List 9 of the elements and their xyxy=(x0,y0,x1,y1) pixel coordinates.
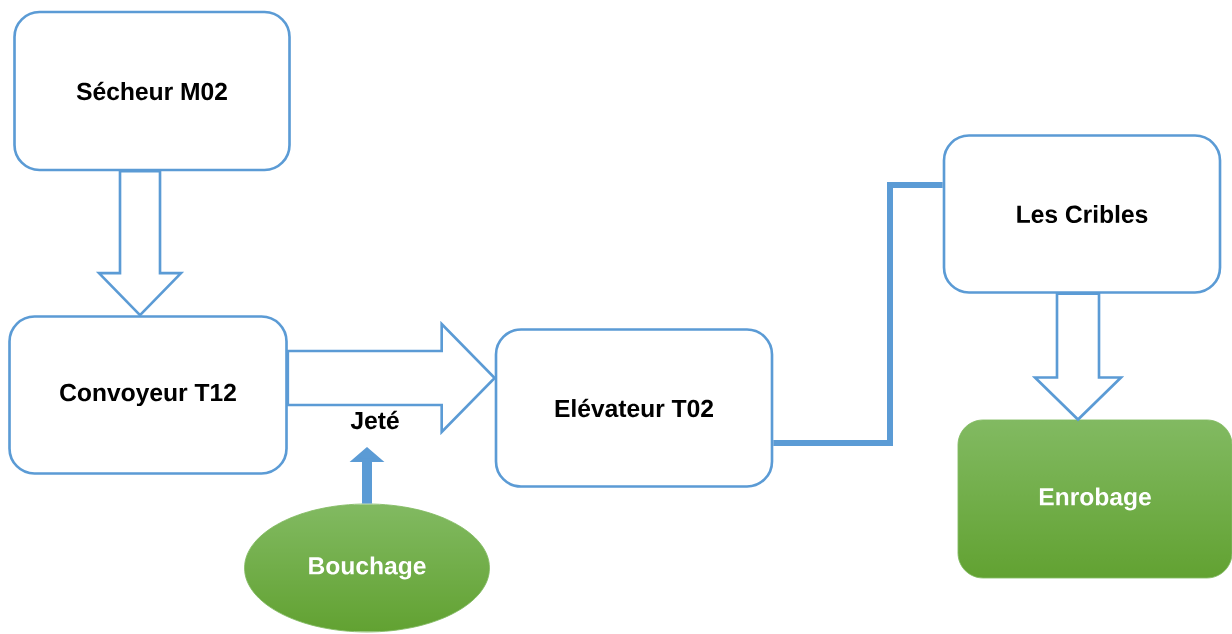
block-arrow xyxy=(286,320,497,436)
edge-label: Jeté xyxy=(350,410,399,430)
process-box: Sécheur M02 xyxy=(13,10,291,172)
block-arrow xyxy=(95,170,185,318)
process-box: Convoyeur T12 xyxy=(8,315,288,475)
process-box: Les Cribles xyxy=(942,134,1222,294)
process-box: Enrobage xyxy=(957,419,1232,579)
process-box: Elévateur T02 xyxy=(494,328,774,488)
block-arrow xyxy=(1031,292,1125,422)
